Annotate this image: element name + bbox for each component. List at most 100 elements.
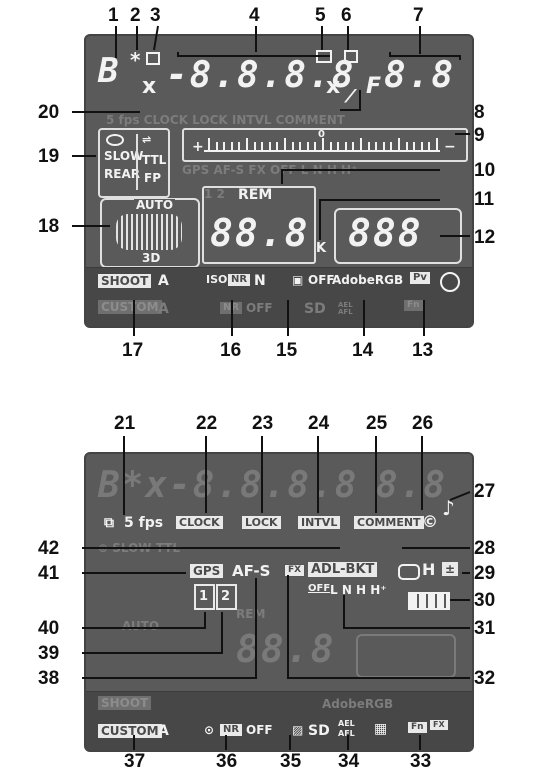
callout-37: 37 [124,751,146,772]
callout-31: 31 [474,618,496,639]
dim-flash-box: ⊚ SLOW TTL [98,541,181,555]
flash-rear-label: REAR [104,167,140,181]
scale-tick [215,142,218,150]
scale-plus: + [192,139,204,155]
rem-label: REM [238,187,273,203]
long-exposure-icon: ⊙ [204,723,215,737]
scale-tick [314,142,317,150]
callout-3: 3 [150,5,161,26]
scale-tick [375,142,378,150]
scale-tick [337,142,340,150]
scale-tick [382,142,385,150]
slot2-icon: 2 [216,584,237,610]
scale-tick [405,142,408,150]
callout-34: 34 [338,751,360,772]
scale-tick [352,142,355,150]
bottom-panel-strip: SHOOT AdobeRGB CUSTOM A ⊙ NR OFF ▨ SD AE… [86,691,472,750]
long-exposure-off: OFF [246,723,273,737]
callout-18: 18 [38,216,60,237]
scale-tick [420,142,423,150]
scale-tick [398,138,400,150]
scale-minus: − [444,139,456,155]
flexible-program-asterisk: * [130,48,141,72]
scale-tick [306,142,309,150]
auto-label: AUTO [134,198,176,212]
dim-shoot: SHOOT [98,696,152,710]
callout-17: 17 [122,340,144,361]
callout-16: 16 [220,340,242,361]
scale-tick [329,142,332,150]
copyright-icon: © [422,512,438,531]
callout-33: 33 [410,751,432,772]
long-exposure-nr-label: NR [220,724,243,736]
matrix-metering-icon [116,214,182,250]
dim-auto: AUTO [122,619,160,633]
shutter-icon [440,272,460,292]
scale-tick [360,138,362,150]
scale-tick [230,142,233,150]
gps-indicator: GPS [190,564,224,578]
callout-30: 30 [474,590,496,611]
dim-row-2: GPS AF-S FX OFF L N H H⁺ [182,163,358,177]
scale-tick [223,142,226,150]
f-number-label: F [366,74,382,99]
callout-27: 27 [474,481,496,502]
callout-12: 12 [474,227,496,248]
callout-40: 40 [38,618,60,639]
scale-tick [276,142,279,150]
scale-tick [367,142,370,150]
top-panel-strip: SHOOT A ISO NR N ▣ OFF AdobeRGB Pv CUSTO… [86,267,472,326]
flash-sync-indicator: x [142,74,157,99]
callout-28: 28 [474,538,496,559]
high-iso-nr-label: NR [228,274,251,286]
adl-bracketing-indicator: ADL-BKT [308,562,378,577]
off-label: OFF [308,273,335,287]
callout-26: 26 [412,413,434,434]
scale-tick [246,138,248,150]
exposure-indicator-scale: + − 0 [182,128,468,162]
callout-7: 7 [413,5,424,26]
callout-4: 4 [249,5,260,26]
fn-button-icon: Fn [408,722,427,733]
multiplier-x: x [326,74,341,99]
dim-bracket-12: 1 2 [204,187,225,201]
dim-ael: AEL AFL [338,301,353,316]
battery-indicator-icon [408,592,450,610]
callout-25: 25 [366,413,388,434]
callout-36: 36 [216,751,238,772]
callout-13: 13 [412,340,434,361]
callout-39: 39 [38,643,60,664]
scale-tick [261,142,264,150]
dim-sd: SD [304,301,326,317]
callout-42: 42 [38,538,60,559]
callout-2: 2 [130,5,141,26]
callout-1: 1 [108,5,119,26]
scale-tick [284,138,286,150]
afl-label: AFL [338,729,355,738]
scale-tick [208,138,210,150]
custom-bank-label: CUSTOM [98,724,162,738]
clock-battery-indicator: CLOCK [176,516,223,529]
callout-5: 5 [315,5,326,26]
beep-icon: ♪ [442,496,455,520]
dim-custom-label: CUSTOM [98,300,162,314]
scale-tick [436,138,438,150]
dim-a: A [158,301,169,317]
slot2-label: 2 [221,589,231,604]
aperture-lock-icon [344,50,358,63]
dim-digits: B*x-8.8.8.8 [98,465,359,506]
af-area-icon: ▦ [374,721,388,737]
remaining-box [202,186,316,264]
flash-ttl-label: TTL [142,153,167,167]
dim-remaining: 88.8 [236,627,336,671]
callout-22: 22 [196,413,218,434]
dim-adobe: AdobeRGB [322,697,394,711]
scale-tick [253,142,256,150]
picture-control-icon: ▨ [292,723,304,737]
interval-timer-indicator: INTVL [298,516,341,529]
h-label: H [422,560,436,579]
dim-count-box [356,634,456,678]
flash-fp-label: FP [144,171,161,185]
flash-lock-indicator: LOCK [242,516,281,529]
dim-off: OFF [246,301,273,315]
